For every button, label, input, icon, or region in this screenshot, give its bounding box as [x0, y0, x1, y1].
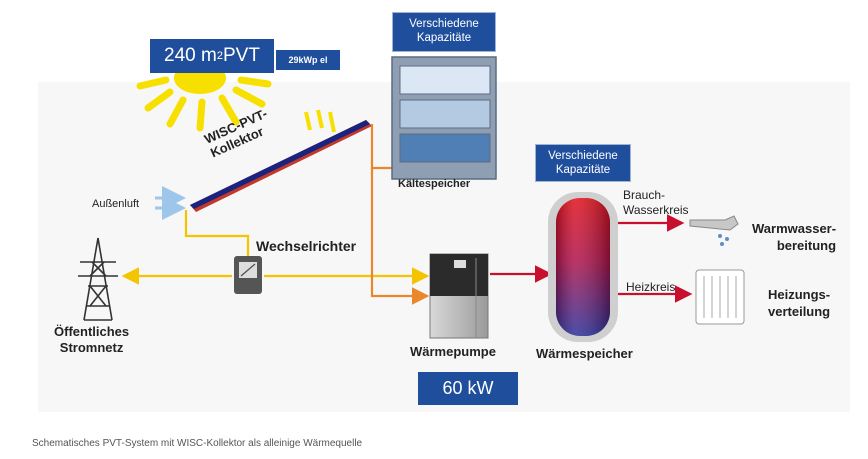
heating-lines: [490, 214, 693, 303]
cold-storage-label: Kältespeicher: [398, 178, 471, 190]
pvt-area-exponent: 2: [216, 50, 223, 62]
power-grid-tower-icon: [78, 237, 118, 321]
heat-pump-power-box: 60 kW: [418, 372, 518, 405]
outdoor-air-label: Außenluft: [92, 198, 140, 210]
radiator-icon: [695, 269, 745, 325]
cold-storage-capacity-box: Verschiedene Kapazitäte: [392, 12, 496, 52]
sun-icon: [136, 62, 336, 133]
inverter-label: Wechselrichter: [256, 238, 357, 254]
figure-caption: Schematisches PVT-System mit WISC-Kollek…: [32, 438, 363, 449]
hot-water-label: Warmwasser- bereitung: [752, 221, 837, 253]
heating-distribution-label: Heizungs- verteilung: [768, 287, 831, 319]
pvt-collector: [190, 120, 372, 212]
cold-storage-cabinet: [391, 56, 497, 180]
inverter-icon: [234, 256, 262, 294]
heat-pump-label: Wärmepumpe: [410, 344, 496, 359]
domestic-water-circuit-label: Brauch- Wasserkreis: [623, 188, 689, 217]
heat-storage-tank: [548, 192, 618, 342]
pvt-area-value: 240 m: [164, 45, 217, 66]
heat-storage-label: Wärmespeicher: [536, 346, 633, 361]
pvt-area-suffix: PVT: [222, 45, 260, 66]
electric-lines: [121, 210, 430, 285]
pvt-power-badge: 29kWp el: [276, 50, 340, 70]
shower-icon: [689, 215, 739, 246]
heat-source-lines: [370, 124, 430, 305]
heating-circuit-label: Heizkreis: [626, 280, 676, 294]
outdoor-air-arrows: [155, 186, 186, 220]
grid-label: Öffentliches Stromnetz: [54, 324, 130, 355]
heat-storage-capacity-box: Verschiedene Kapazitäte: [535, 144, 631, 182]
heat-pump-icon: [429, 253, 489, 339]
